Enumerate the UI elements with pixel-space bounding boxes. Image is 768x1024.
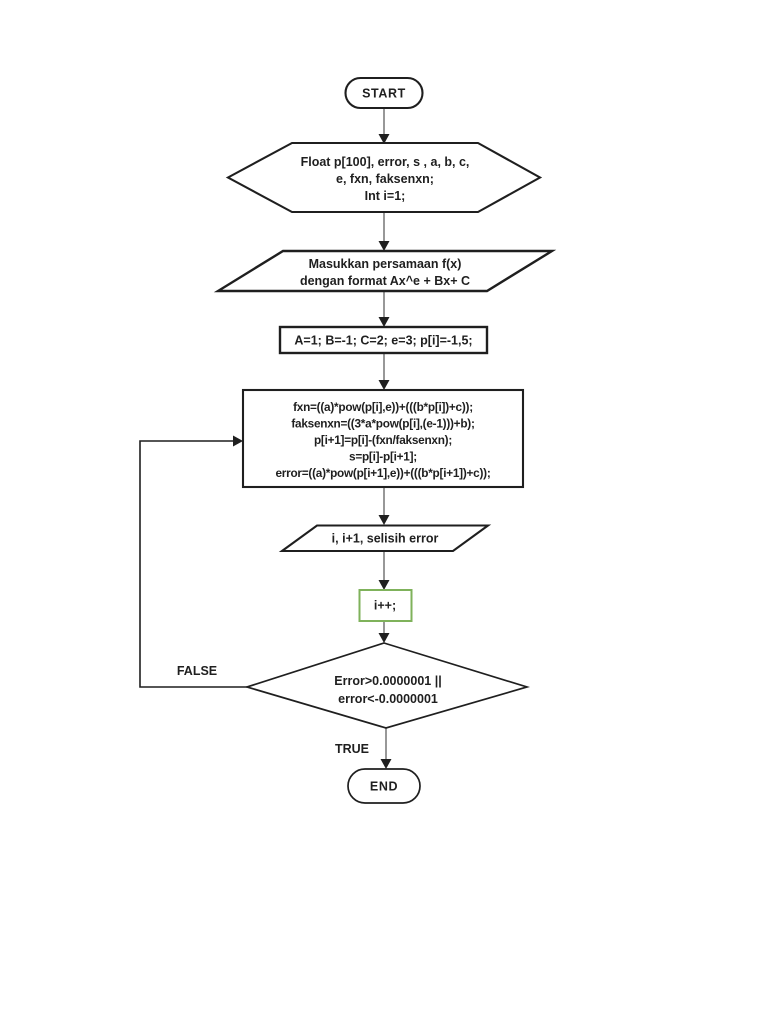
process-rectangle: [241, 388, 525, 489]
declaration-line: e, fxn, faksenxn;: [336, 172, 434, 186]
true-branch-label: TRUE: [335, 742, 369, 756]
process-line: s=p[i]-p[i+1];: [349, 450, 417, 464]
start-label: START: [362, 87, 406, 101]
connector-input-init: [378, 291, 390, 327]
connector-output-increment: [378, 551, 390, 590]
output-label: i, i+1, selisih error: [332, 532, 439, 546]
arrow-down-icon: [378, 633, 390, 643]
end-label: END: [370, 780, 398, 794]
increment-rectangle: [358, 589, 413, 622]
connector-decision-end-true: [380, 728, 392, 769]
connector-increment-decision: [378, 621, 390, 643]
arrow-down-icon: [378, 241, 390, 251]
arrow-down-icon: [378, 515, 390, 525]
increment-label: i++;: [374, 599, 396, 613]
init-label: A=1; B=-1; C=2; e=3; p[i]=-1,5;: [294, 334, 472, 348]
process-line: p[i+1]=p[i]-(fxn/faksenxn);: [314, 433, 452, 447]
start-terminator: [344, 76, 424, 110]
arrow-right-icon: [233, 435, 243, 447]
connector-process-output: [378, 487, 390, 525]
declaration-hexagon: [225, 141, 543, 214]
connector-start-declare: [378, 108, 390, 144]
arrow-down-icon: [380, 759, 392, 769]
arrow-down-icon: [378, 380, 390, 390]
connector-init-process: [378, 353, 390, 390]
input-line: Masukkan persamaan f(x): [309, 257, 462, 271]
init-rectangle: [278, 325, 489, 355]
connector-decision-process-false: [139, 435, 247, 688]
declaration-line: Int i=1;: [365, 189, 406, 203]
process-line: faksenxn=((3*a*pow(p[i],(e-1)))+b);: [291, 417, 474, 431]
arrow-down-icon: [378, 580, 390, 590]
connector-declare-input: [378, 212, 390, 251]
false-branch-label: FALSE: [177, 664, 217, 678]
declaration-line: Float p[100], error, s , a, b, c,: [301, 155, 470, 169]
decision-diamond: [244, 642, 530, 729]
input-parallelogram: [213, 249, 557, 293]
decision-line: Error>0.0000001 ||: [334, 674, 441, 688]
arrow-down-icon: [378, 134, 390, 144]
input-line: dengan format Ax^e + Bx+ C: [300, 274, 470, 288]
output-parallelogram: [278, 524, 492, 553]
process-line: error=((a)*pow(p[i+1],e))+(((b*p[i+1])+c…: [275, 466, 490, 480]
decision-line: error<-0.0000001: [338, 692, 438, 706]
arrow-down-icon: [378, 317, 390, 327]
end-terminator: [347, 768, 421, 804]
process-line: fxn=((a)*pow(p[i],e))+(((b*p[i])+c));: [293, 400, 473, 414]
